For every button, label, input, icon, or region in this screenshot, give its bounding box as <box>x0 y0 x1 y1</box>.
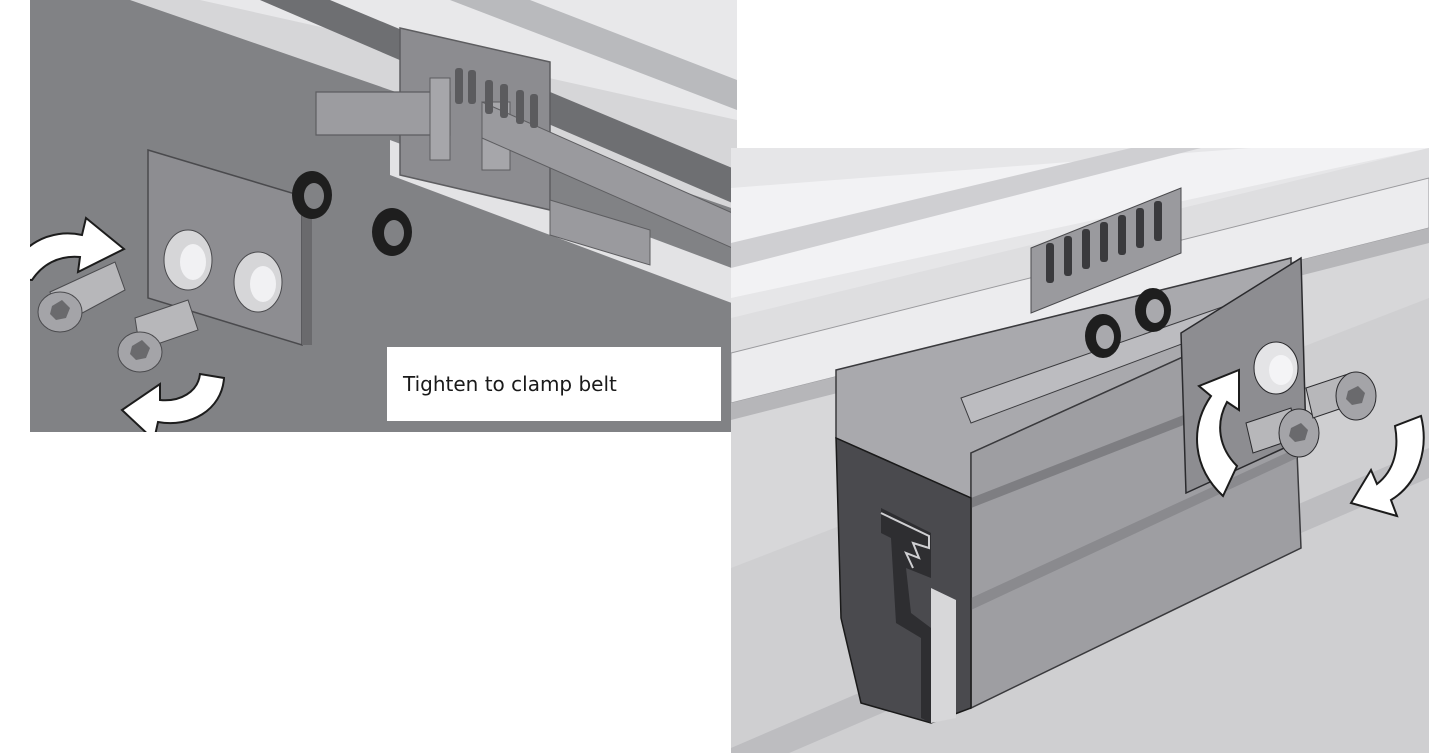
screw-icon <box>37 261 199 373</box>
washer-icon <box>1085 288 1171 358</box>
left-assembly-view: Tighten to clamp belt <box>30 0 737 432</box>
instruction-callout: Tighten to clamp belt <box>387 347 721 421</box>
right-assembly-drawing <box>731 148 1429 753</box>
right-assembly-view <box>731 148 1429 753</box>
curved-arrow-icon <box>30 216 126 282</box>
washer-icon <box>292 171 412 256</box>
instruction-text: Tighten to clamp belt <box>403 372 617 396</box>
curved-arrow-icon <box>120 372 226 432</box>
rail-groove <box>450 0 737 110</box>
curved-arrow-icon <box>1349 414 1425 518</box>
clamp-plate <box>147 148 312 347</box>
belt-clamp-teeth <box>1030 187 1182 314</box>
curved-arrow-icon <box>1196 368 1240 498</box>
left-assembly-drawing <box>30 0 737 432</box>
belt-clamp-block <box>315 27 737 266</box>
screw-icon <box>1245 371 1377 458</box>
